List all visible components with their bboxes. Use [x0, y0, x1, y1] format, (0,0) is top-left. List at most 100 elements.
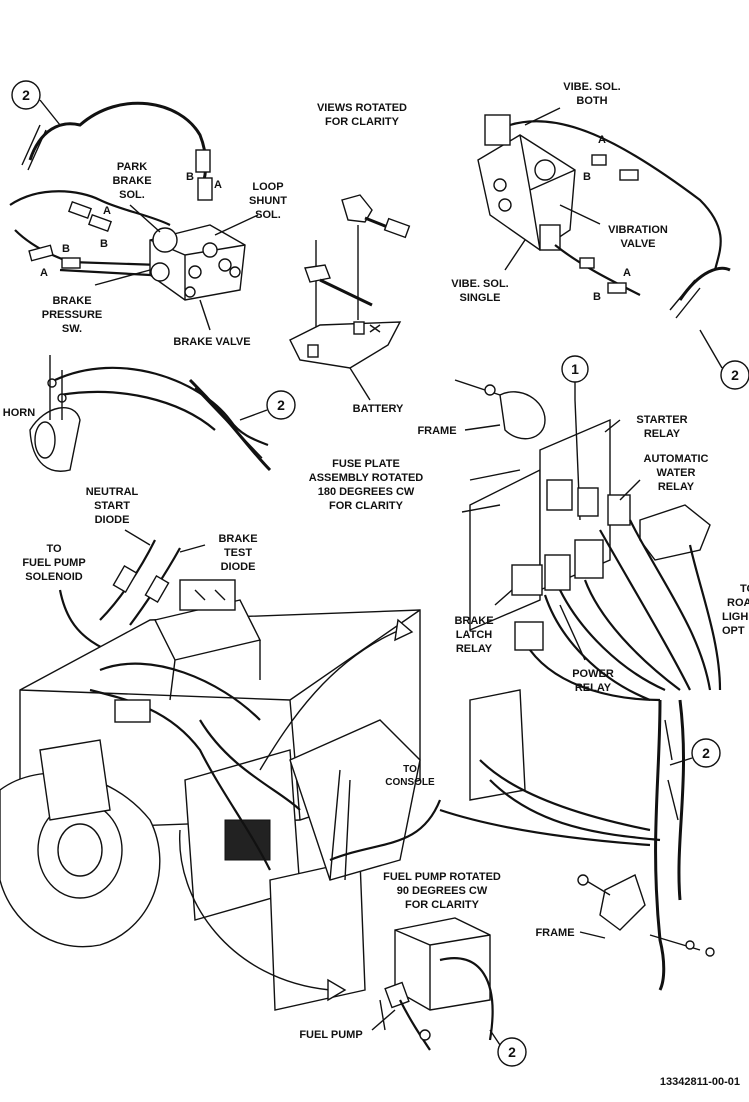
svg-text:TO: TO	[740, 583, 749, 595]
label-views-rotated: VIEWS ROTATED FOR CLARITY	[317, 102, 407, 128]
svg-text:SINGLE: SINGLE	[460, 292, 501, 304]
label-fuel-pump: FUEL PUMP	[299, 1029, 362, 1041]
svg-text:SOLENOID: SOLENOID	[25, 571, 83, 583]
svg-text:A: A	[40, 267, 48, 279]
label-vibe-sol-single: VIBE. SOL. SINGLE	[451, 278, 508, 304]
label-automatic-water-relay: AUTOMATIC WATER RELAY	[644, 453, 709, 493]
label-park-brake-sol: PARK BRAKE SOL.	[112, 161, 151, 201]
svg-text:LOOP: LOOP	[252, 181, 283, 193]
svg-text:BRAKE: BRAKE	[218, 533, 257, 545]
label-fuse-plate: FUSE PLATE ASSEMBLY ROTATED 180 DEGREES …	[309, 458, 424, 512]
park-brake-sol-line2: BRAKE	[112, 175, 151, 187]
engine-chassis	[0, 579, 442, 1011]
svg-text:STARTER: STARTER	[636, 414, 687, 426]
svg-text:BRAKE: BRAKE	[52, 295, 91, 307]
svg-text:DIODE: DIODE	[95, 514, 130, 526]
svg-text:BOTH: BOTH	[576, 95, 607, 107]
svg-text:A: A	[623, 267, 631, 279]
svg-text:SOL.: SOL.	[255, 209, 281, 221]
fuse-plate-assembly	[454, 379, 722, 702]
callout-2-top-right: 2	[699, 329, 749, 390]
callout-2-horn: 2	[239, 390, 296, 421]
svg-text:AUTOMATIC: AUTOMATIC	[644, 453, 709, 465]
svg-text:B: B	[593, 291, 601, 303]
label-neutral-start-diode: NEUTRAL START DIODE	[86, 486, 139, 526]
svg-text:FUEL PUMP: FUEL PUMP	[22, 557, 85, 569]
label-vibration-valve: VIBRATION VALVE	[608, 224, 668, 250]
svg-text:VIEWS ROTATED: VIEWS ROTATED	[317, 102, 407, 114]
label-to-console: TO CONSOLE	[385, 764, 435, 788]
label-to-fuel-pump-solenoid: TO FUEL PUMP SOLENOID	[22, 543, 85, 583]
svg-text:180 DEGREES CW: 180 DEGREES CW	[318, 486, 415, 498]
svg-text:RELAY: RELAY	[644, 428, 681, 440]
brake-valve-assembly	[9, 101, 259, 331]
svg-text:POWER: POWER	[572, 668, 614, 680]
svg-text:TO: TO	[46, 543, 62, 555]
label-power-relay: POWER RELAY	[572, 668, 614, 694]
svg-text:TEST: TEST	[224, 547, 252, 559]
part-number: 13342811-00-01	[660, 1076, 740, 1088]
horn-assembly	[29, 355, 272, 472]
svg-text:PRESSURE: PRESSURE	[42, 309, 103, 321]
label-frame-top: FRAME	[417, 425, 456, 437]
callout-2-bottom: 2	[489, 1029, 527, 1067]
label-to-road-light-opt: TO ROA LIGH OPT	[722, 583, 749, 637]
svg-text:START: START	[94, 500, 130, 512]
svg-text:BRAKE: BRAKE	[454, 615, 493, 627]
label-starter-relay: STARTER RELAY	[636, 414, 687, 440]
park-brake-sol-line1: PARK	[117, 161, 147, 173]
connector-letters-top-right: A B A B	[583, 134, 631, 303]
svg-text:B: B	[62, 243, 70, 255]
connector-letters-top-left: B A A B B A	[40, 171, 222, 279]
svg-text:NEUTRAL: NEUTRAL	[86, 486, 139, 498]
svg-text:RELAY: RELAY	[658, 481, 695, 493]
svg-text:B: B	[100, 238, 108, 250]
label-vibe-sol-both: VIBE. SOL. BOTH	[563, 81, 620, 107]
svg-text:RELAY: RELAY	[575, 682, 612, 694]
svg-text:SHUNT: SHUNT	[249, 195, 287, 207]
label-brake-test-diode: BRAKE TEST DIODE	[218, 533, 257, 573]
svg-text:VIBE. SOL.: VIBE. SOL.	[563, 81, 620, 93]
svg-text:DIODE: DIODE	[221, 561, 256, 573]
svg-text:2: 2	[731, 367, 739, 383]
label-frame-bottom: FRAME	[535, 927, 574, 939]
svg-text:LATCH: LATCH	[456, 629, 493, 641]
label-battery: BATTERY	[353, 403, 404, 415]
svg-text:FOR CLARITY: FOR CLARITY	[405, 899, 480, 911]
svg-text:FUEL PUMP ROTATED: FUEL PUMP ROTATED	[383, 871, 501, 883]
svg-text:VIBRATION: VIBRATION	[608, 224, 668, 236]
label-horn: HORN	[3, 407, 35, 419]
fuel-pump-assembly	[371, 917, 494, 1051]
svg-text:A: A	[598, 134, 606, 146]
svg-text:2: 2	[22, 87, 30, 103]
svg-text:SW.: SW.	[62, 323, 82, 335]
battery-terminals	[289, 194, 411, 401]
svg-text:WATER: WATER	[657, 467, 696, 479]
svg-text:VIBE. SOL.: VIBE. SOL.	[451, 278, 508, 290]
vibration-valve-assembly	[477, 107, 731, 319]
svg-text:CONSOLE: CONSOLE	[385, 777, 435, 788]
svg-text:90 DEGREES CW: 90 DEGREES CW	[397, 885, 488, 897]
svg-text:2: 2	[277, 397, 285, 413]
svg-text:1: 1	[571, 361, 579, 377]
svg-text:LIGH: LIGH	[722, 611, 748, 623]
callout-2-right: 2	[669, 738, 721, 768]
svg-text:A: A	[103, 205, 111, 217]
lower-harness	[439, 689, 715, 991]
svg-text:A: A	[214, 179, 222, 191]
label-brake-valve: BRAKE VALVE	[173, 336, 250, 348]
callout-1: 1	[561, 355, 589, 400]
label-brake-pressure-sw: BRAKE PRESSURE SW.	[42, 295, 103, 335]
svg-text:VALVE: VALVE	[620, 238, 655, 250]
svg-text:RELAY: RELAY	[456, 643, 493, 655]
svg-text:2: 2	[508, 1044, 516, 1060]
label-loop-shunt-sol: LOOP SHUNT SOL.	[249, 181, 287, 221]
park-brake-sol-line3: SOL.	[119, 189, 145, 201]
label-brake-latch-relay: BRAKE LATCH RELAY	[454, 615, 493, 655]
svg-text:FUSE PLATE: FUSE PLATE	[332, 458, 400, 470]
callout-2-top-left: 2	[11, 80, 61, 126]
svg-text:ASSEMBLY ROTATED: ASSEMBLY ROTATED	[309, 472, 424, 484]
svg-text:ROA: ROA	[727, 597, 749, 609]
